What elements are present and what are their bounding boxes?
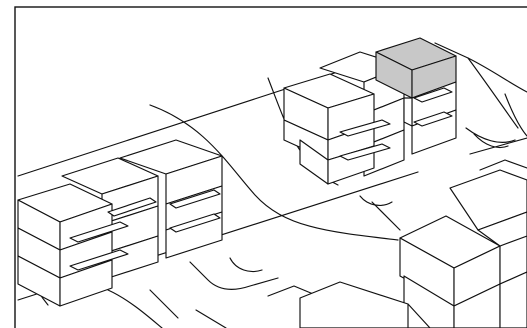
upper-top-highlighted-module	[375, 37, 457, 99]
left-balconies	[69, 189, 221, 271]
drawing-frame	[14, 6, 527, 328]
left-front-stack	[17, 183, 113, 307]
upper-building	[283, 37, 457, 185]
lower-right-building	[299, 169, 527, 328]
upper-balconies	[339, 87, 453, 161]
left-building	[17, 139, 223, 307]
